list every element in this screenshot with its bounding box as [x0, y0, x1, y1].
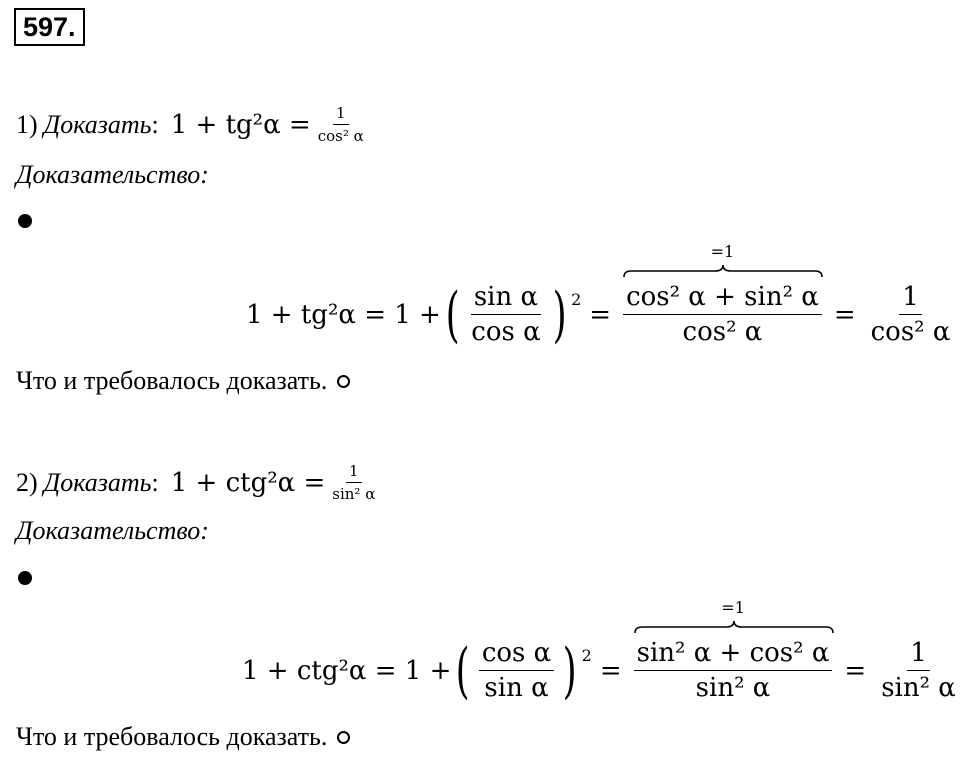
part2-statement-den: sin² α: [332, 485, 376, 503]
part1-big-fraction: =1 cos² α + sin² α cos² α: [623, 242, 823, 347]
part2-big-num-text: sin² α + cos² α: [636, 638, 830, 668]
part1-eq-2: =: [833, 299, 856, 330]
part1-equation: 1 + tg²α = 1 + ( sin α cos α ) 2 = =1 co…: [246, 242, 957, 350]
part1-statement: 1) Доказать: 1 + tg²α = 1 cos² α: [16, 104, 371, 145]
part2-result-num: 1: [907, 638, 930, 671]
part2-big-den: sin² α: [695, 673, 771, 703]
part2-statement-fraction: 1 sin² α: [329, 462, 378, 503]
part2-power: 2: [581, 646, 592, 665]
part2-eq-1: =: [599, 655, 622, 686]
part2-brace-label: =1: [721, 598, 745, 617]
part1-result-fraction: 1 cos² α: [868, 282, 954, 347]
part1-big-num: =1 cos² α + sin² α: [623, 242, 823, 315]
part2-statement: 2) Доказать: 1 + ctg²α = 1 sin² α: [16, 462, 382, 503]
part1-conclusion-text: Что и требовалось доказать.: [16, 366, 328, 395]
part2-statement-lhs: 1 + ctg²α =: [170, 467, 326, 498]
part1-lhs: 1 + tg²α = 1 +: [246, 299, 441, 330]
part2-big-num: =1 sin² α + cos² α: [633, 598, 834, 671]
part1-label: 1): [16, 109, 38, 139]
part1-statement-lhs: 1 + tg²α =: [170, 109, 311, 140]
part1-inner-fraction: sin α cos α: [468, 282, 543, 347]
part1-result-den: cos² α: [870, 317, 951, 347]
part2-lhs: 1 + ctg²α = 1 +: [242, 655, 452, 686]
part2-equation: 1 + ctg²α = 1 + ( cos α sin α ) 2 = =1 s…: [242, 598, 960, 706]
part1-big-num-text: cos² α + sin² α: [626, 282, 819, 312]
part2-result-den: sin² α: [881, 673, 956, 703]
part1-big-den: cos² α: [682, 317, 763, 347]
part2-eq-2: =: [844, 655, 867, 686]
part1-power: 2: [571, 290, 582, 309]
part2-close-paren: ): [562, 635, 577, 706]
part2-conclusion-text: Что и требовалось доказать.: [16, 722, 328, 751]
part1-proof-word: Доказательство:: [16, 160, 209, 189]
part2-inner-fraction: cos α sin α: [478, 638, 555, 703]
part1-open-paren: (: [445, 279, 460, 350]
part2-proof-word: Доказательство:: [16, 516, 209, 545]
part2-label: 2): [16, 467, 38, 497]
part1-eq-1: =: [589, 299, 612, 330]
part2-inner-den: sin α: [484, 673, 549, 703]
problem-number: 597.: [14, 8, 85, 46]
part1-inner-den: cos α: [471, 317, 541, 347]
part2-result-fraction: 1 sin² α: [878, 638, 959, 703]
end-proof-circle-icon: [337, 730, 351, 744]
part1-statement-den: cos² α: [317, 127, 364, 145]
part2-statement-num: 1: [346, 462, 362, 483]
overbrace-icon: [633, 620, 834, 634]
part1-statement-fraction: 1 cos² α: [315, 104, 367, 145]
part1-result-num: 1: [899, 282, 922, 315]
part2-prove-word: Доказать: [43, 467, 152, 497]
part1-close-paren: ): [552, 279, 567, 350]
part1-inner-num: sin α: [470, 282, 542, 315]
part2-big-fraction: =1 sin² α + cos² α sin² α: [633, 598, 834, 703]
end-proof-circle-icon: [337, 374, 351, 388]
part1-bullet: [18, 214, 32, 228]
part2-bullet: [18, 571, 32, 585]
part2-conclusion: Что и требовалось доказать.: [16, 722, 351, 752]
part2-inner-num: cos α: [478, 638, 555, 671]
part1-prove-word: Доказать: [43, 109, 152, 139]
overbrace-icon: [623, 264, 823, 278]
part1-statement-num: 1: [332, 104, 349, 125]
part1-conclusion: Что и требовалось доказать.: [16, 366, 351, 396]
part2-open-paren: (: [456, 635, 471, 706]
part1-brace-label: =1: [710, 242, 735, 261]
